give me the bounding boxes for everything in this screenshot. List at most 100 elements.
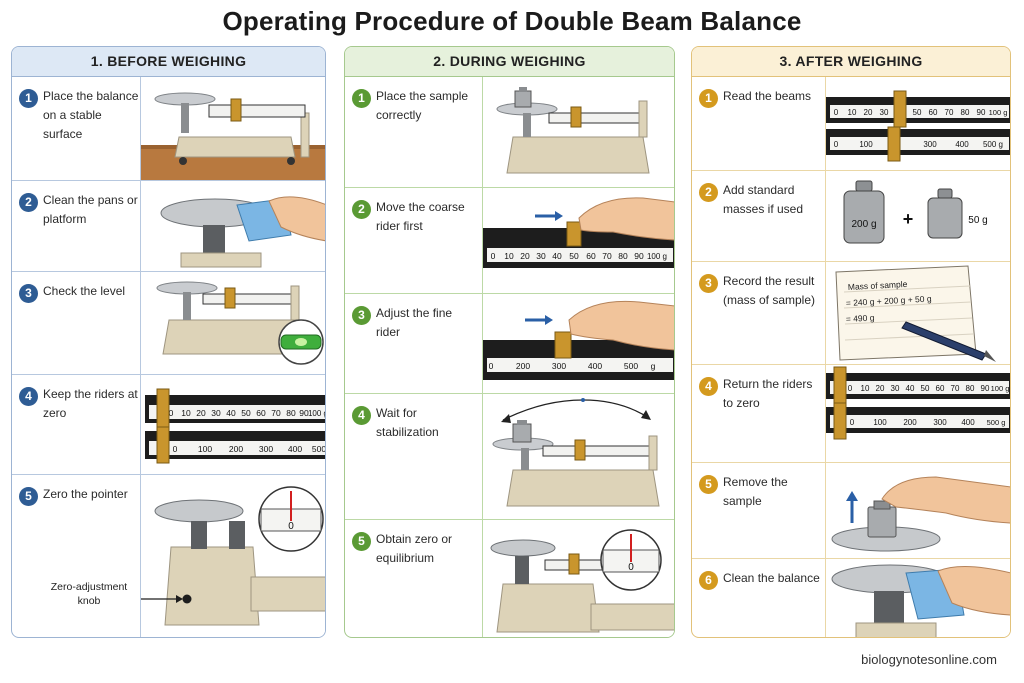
zero-pointer-illustration: 0 bbox=[140, 475, 325, 637]
pen-icon bbox=[901, 321, 987, 361]
step-number-badge: 2 bbox=[699, 183, 718, 202]
after-step-1: 1 Read the beams 0 10 20 30 40 50 60 70 … bbox=[692, 77, 1010, 171]
arrow-right-icon bbox=[545, 315, 553, 325]
step-text: Adjust the fine rider bbox=[376, 306, 453, 339]
step-text: Zero the pointer bbox=[43, 487, 128, 501]
beam-bottom-tick-label: 300 bbox=[259, 444, 273, 454]
during-step-3: 3 Adjust the fine rider 0 200 300 400 50… bbox=[345, 294, 674, 394]
read-bottom-tick-label: 500 g bbox=[983, 140, 1003, 149]
coarse-beam-tick-label: 80 bbox=[618, 251, 628, 261]
clean-balance-illustration bbox=[825, 559, 1010, 637]
step-number-badge: 1 bbox=[19, 89, 38, 108]
arrow-right-icon bbox=[555, 211, 563, 221]
zero-adjustment-knob-label: Zero-adjustment knob bbox=[50, 581, 128, 607]
mass-a-label: 200 g bbox=[851, 219, 876, 230]
step-number-badge: 3 bbox=[699, 274, 718, 293]
coarse-beam-tick-label: 0 bbox=[491, 251, 496, 261]
step-number-badge: 3 bbox=[19, 284, 38, 303]
arrow-up-icon bbox=[846, 491, 858, 501]
step-number-badge: 5 bbox=[19, 487, 38, 506]
return-top-tick-label: 0 bbox=[848, 384, 853, 393]
beam-bottom-tick-label: 400 bbox=[288, 444, 302, 454]
beam-top-tick-label: 0 bbox=[169, 408, 174, 418]
page-title: Operating Procedure of Double Beam Balan… bbox=[222, 6, 802, 36]
step-text: Wait for stabilization bbox=[376, 406, 439, 439]
after-step-2: 2 Add standard masses if used 200 g + 50… bbox=[692, 171, 1010, 262]
read-top-tick-label: 20 bbox=[864, 108, 873, 117]
return-bottom-tick-label: 0 bbox=[850, 418, 855, 427]
coarse-beam-tick-label: 70 bbox=[602, 251, 612, 261]
fine-beam-tick-label: 400 bbox=[588, 361, 602, 371]
coarse-beam-tick-label: 10 bbox=[504, 251, 514, 261]
bottom-rider bbox=[156, 426, 170, 464]
return-top-tick-label: 50 bbox=[921, 384, 930, 393]
step-number-badge: 4 bbox=[352, 406, 371, 425]
before-step-4: 4 Keep the riders at zero 0 10 20 30 40 … bbox=[12, 375, 325, 475]
read-beams-illustration: 0 10 20 30 40 50 60 70 80 90 100 g 0 100… bbox=[825, 77, 1010, 170]
read-top-tick-label: 80 bbox=[961, 108, 970, 117]
after-step-5: 5 Remove the sample bbox=[692, 463, 1010, 559]
step-number-badge: 3 bbox=[352, 306, 371, 325]
step-number-badge: 1 bbox=[699, 89, 718, 108]
step-text: Move the coarse rider first bbox=[376, 200, 465, 233]
return-bottom-tick-label: 300 bbox=[933, 418, 947, 427]
balance-on-table-illustration bbox=[140, 77, 325, 180]
step-number-badge: 5 bbox=[352, 532, 371, 551]
read-top-tick-label: 100 g bbox=[989, 108, 1008, 117]
beam-top-tick-label: 60 bbox=[256, 408, 266, 418]
return-riders-illustration: 0 10 20 30 40 50 60 70 80 90 100 g 0 100… bbox=[825, 365, 1010, 462]
coarse-beam-tick-label: 90 bbox=[634, 251, 644, 261]
beam-bottom-tick-label: 500 bbox=[312, 444, 325, 454]
during-weighing-panel: 2. DURING WEIGHING 1 Place the sample co… bbox=[344, 46, 675, 638]
beam-top-tick-label: 100 g bbox=[308, 409, 325, 418]
after-step-4: 4 Return the riders to zero 0 10 20 30 4… bbox=[692, 365, 1010, 463]
coarse-beam-tick-label: 30 bbox=[536, 251, 546, 261]
before-step-5: 5 Zero the pointer Zero-adjustment knob … bbox=[12, 475, 325, 637]
read-top-tick-label: 0 bbox=[834, 108, 839, 117]
step-text: Place the sample correctly bbox=[376, 89, 469, 122]
return-bottom-tick-label: 200 bbox=[903, 418, 917, 427]
step-text: Add standard masses if used bbox=[723, 183, 804, 216]
during-step-2: 2 Move the coarse rider first 0 10 20 30… bbox=[345, 188, 674, 294]
step-text: Keep the riders at zero bbox=[43, 387, 138, 420]
note-line: = 490 g bbox=[846, 313, 875, 324]
coarse-rider-illustration: 0 10 20 30 40 50 60 70 80 90 100 g bbox=[482, 188, 674, 293]
read-bottom-tick-label: 400 bbox=[955, 140, 969, 149]
top-rider bbox=[893, 90, 907, 128]
after-weighing-heading: 3. AFTER WEIGHING bbox=[692, 47, 1010, 77]
return-top-tick-label: 60 bbox=[936, 384, 945, 393]
before-step-1: 1 Place the balance on a stable surface bbox=[12, 77, 325, 181]
sample-on-pan-illustration bbox=[482, 77, 674, 187]
beam-top-tick-label: 80 bbox=[286, 408, 296, 418]
after-weighing-panel: 3. AFTER WEIGHING 1 Read the beams 0 10 … bbox=[691, 46, 1011, 638]
return-top-tick-label: 20 bbox=[876, 384, 885, 393]
step-number-badge: 1 bbox=[352, 89, 371, 108]
beam-top-tick-label: 20 bbox=[196, 408, 206, 418]
beam-top-tick-label: 70 bbox=[271, 408, 281, 418]
read-bottom-tick-label: 0 bbox=[834, 140, 839, 149]
step-number-badge: 5 bbox=[699, 475, 718, 494]
beam-bottom-tick-label: 0 bbox=[173, 444, 178, 454]
return-top-tick-label: 10 bbox=[861, 384, 870, 393]
site-credit: biologynotesonline.com bbox=[861, 652, 997, 667]
step-text: Obtain zero or equilibrium bbox=[376, 532, 453, 565]
step-number-badge: 4 bbox=[699, 377, 718, 396]
read-top-tick-label: 70 bbox=[945, 108, 954, 117]
before-weighing-heading: 1. BEFORE WEIGHING bbox=[12, 47, 325, 77]
mass-b-label: 50 g bbox=[968, 215, 987, 226]
fine-beam-tick-label: 200 bbox=[516, 361, 530, 371]
during-step-5: 5 Obtain zero or equilibrium 0 bbox=[345, 520, 674, 637]
during-step-1: 1 Place the sample correctly bbox=[345, 77, 674, 188]
beam-bottom-tick-label: 200 bbox=[229, 444, 243, 454]
step-number-badge: 2 bbox=[352, 200, 371, 219]
return-top-tick-label: 30 bbox=[891, 384, 900, 393]
coarse-beam-tick-label: 60 bbox=[586, 251, 596, 261]
top-rider bbox=[156, 388, 170, 428]
read-top-tick-label: 60 bbox=[929, 108, 938, 117]
return-bottom-tick-label: 500 g bbox=[987, 418, 1006, 427]
coarse-rider bbox=[566, 221, 582, 247]
note-line: = 240 g + 200 g + 50 g bbox=[846, 294, 932, 308]
fine-beam-tick-label: 500 bbox=[624, 361, 638, 371]
step-number-badge: 4 bbox=[19, 387, 38, 406]
fine-beam-tick-label: 0 bbox=[489, 361, 494, 371]
